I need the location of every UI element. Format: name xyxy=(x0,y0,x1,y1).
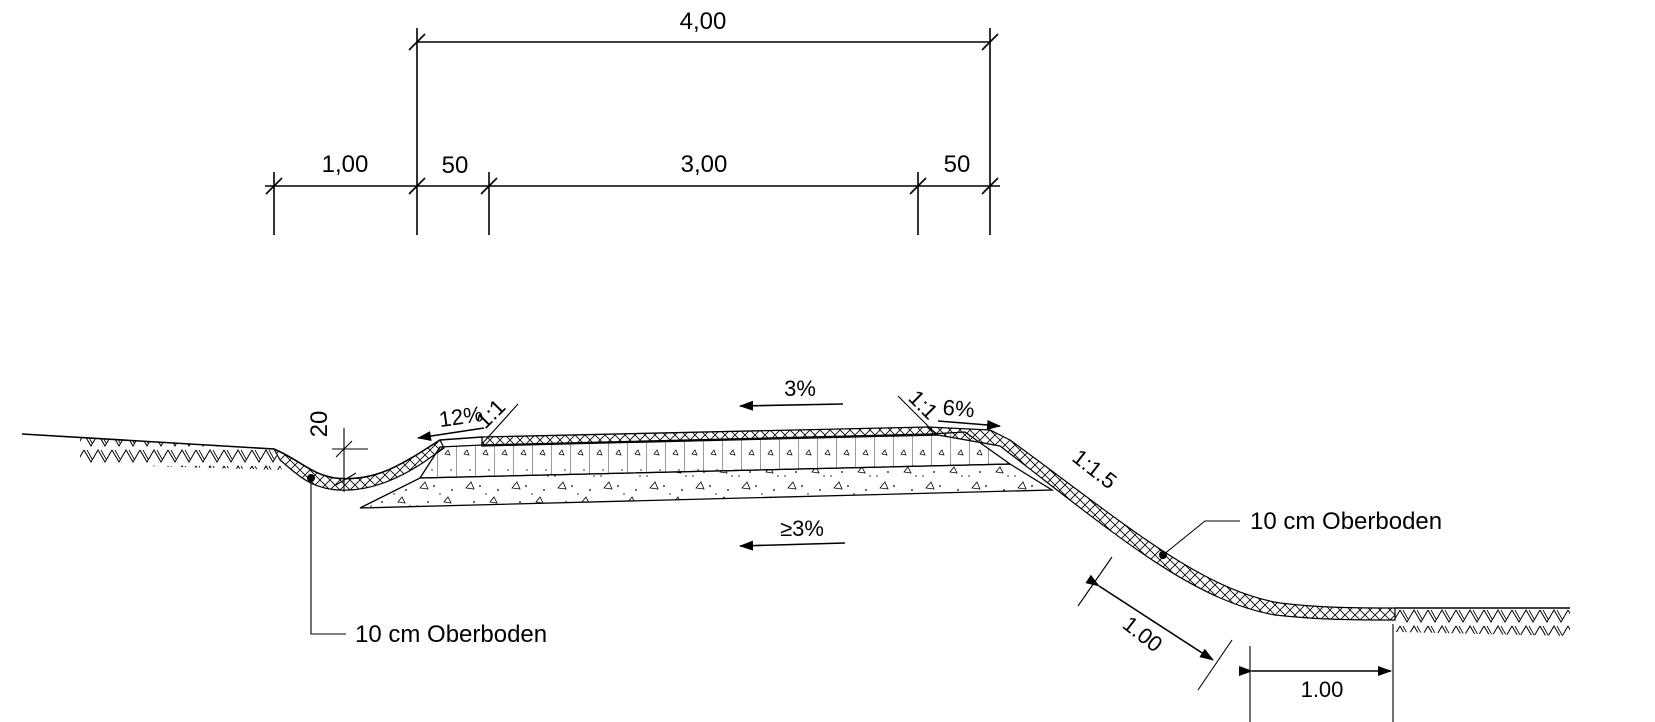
dim-right-bankett: 50 xyxy=(944,151,971,178)
ditch-depth-dimension: 20 xyxy=(306,411,368,492)
cross-section xyxy=(21,426,1570,636)
dim-carriageway: 3,00 xyxy=(681,151,728,178)
topsoil-callout-right: 10 cm Oberboden xyxy=(1159,508,1442,559)
ground-left-line xyxy=(21,433,275,450)
left-edge-line xyxy=(481,403,519,445)
dimension-chain: 4,00 1,00 50 3,00 50 xyxy=(265,8,1000,235)
ground-left-hatch xyxy=(80,438,282,470)
topsoil-left-label: 10 cm Oberboden xyxy=(355,621,547,648)
right-shoulder-slope-label: 6% xyxy=(942,395,976,423)
topsoil-callout-left: 10 cm Oberboden xyxy=(307,474,547,648)
right-edge-ratio: 1:1 xyxy=(904,385,943,424)
dim-left-bankett: 50 xyxy=(442,152,469,179)
subgrade-slope-arrow xyxy=(739,540,846,551)
right-edge-line xyxy=(897,395,935,433)
surface-slope-label: 3% xyxy=(784,376,816,401)
toe-offset-dimension: 1.00 xyxy=(1239,624,1394,722)
left-edge-ratio: 1:1 xyxy=(471,394,510,433)
embankment-slope-ratio: 1:1.5 xyxy=(1068,444,1122,494)
toe-offset-label: 1.00 xyxy=(1301,677,1344,702)
embankment-offset-dimension: 1.00 xyxy=(1077,556,1233,691)
left-shoulder-slope-arrow xyxy=(417,427,485,441)
surface-slope-arrow xyxy=(739,400,844,411)
dim-left-shoulder: 1,00 xyxy=(322,151,369,178)
subgrade-slope-label: ≥3% xyxy=(780,516,824,541)
left-shoulder-slope-label: 12% xyxy=(437,401,484,432)
right-shoulder-slope-arrow xyxy=(937,419,1001,430)
ditch-depth-label: 20 xyxy=(306,411,333,438)
ground-right-hatch xyxy=(1395,608,1570,636)
offset-arrow xyxy=(1085,574,1214,661)
dim-total-width: 4,00 xyxy=(680,8,727,35)
topsoil-right-label: 10 cm Oberboden xyxy=(1250,508,1442,535)
embankment-offset-label: 1.00 xyxy=(1118,611,1167,657)
